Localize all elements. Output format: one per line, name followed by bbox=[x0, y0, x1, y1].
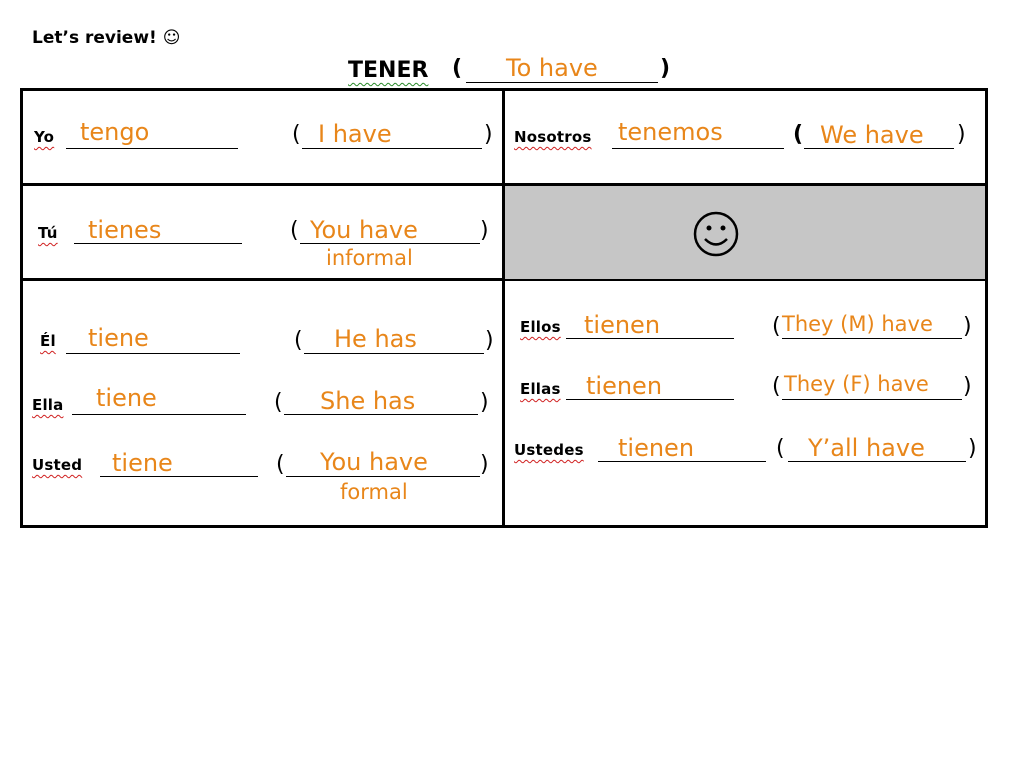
meaning: You have bbox=[320, 448, 428, 476]
pronoun-label: Ustedes bbox=[514, 441, 584, 459]
blank-line bbox=[284, 414, 478, 415]
register-note: informal bbox=[326, 246, 413, 270]
meaning: They (M) have bbox=[782, 312, 933, 336]
pronoun-label: Ellos bbox=[520, 318, 561, 336]
close-paren: ) bbox=[480, 218, 489, 243]
meaning: You have bbox=[310, 216, 418, 244]
meaning: Y’all have bbox=[808, 434, 925, 462]
open-paren: ( bbox=[452, 56, 463, 81]
verb-form: tiene bbox=[112, 449, 173, 477]
blank-line bbox=[566, 399, 734, 400]
pronoun-label: Ella bbox=[32, 396, 64, 414]
verb-translation: To have bbox=[506, 54, 598, 82]
pronoun-label: Ellas bbox=[520, 380, 561, 398]
blank-line bbox=[304, 353, 484, 354]
verb-title: TENER bbox=[348, 58, 429, 83]
blank-line bbox=[566, 338, 734, 339]
verb-form: tienen bbox=[586, 372, 663, 400]
verb-form: tienes bbox=[88, 216, 162, 244]
blank-line bbox=[782, 399, 962, 400]
register-note: formal bbox=[340, 480, 408, 504]
close-paren: ) bbox=[968, 436, 977, 461]
smiley-face-icon bbox=[693, 211, 739, 257]
open-paren: ( bbox=[772, 374, 781, 399]
blank-line bbox=[74, 243, 242, 244]
verb-form: tienen bbox=[584, 311, 661, 339]
verb-form: tienen bbox=[618, 434, 695, 462]
open-paren: ( bbox=[294, 328, 303, 353]
open-paren: ( bbox=[772, 314, 781, 339]
meaning: I have bbox=[318, 120, 392, 148]
open-paren: ( bbox=[292, 122, 301, 147]
pronoun-label: Yo bbox=[34, 128, 55, 146]
meaning: He has bbox=[334, 325, 417, 353]
close-paren: ) bbox=[963, 374, 972, 399]
blank-line bbox=[598, 461, 766, 462]
blank-line bbox=[466, 82, 658, 83]
grid-divider-1 bbox=[20, 183, 988, 186]
close-paren: ) bbox=[484, 122, 493, 147]
open-paren: ( bbox=[776, 436, 785, 461]
close-paren: ) bbox=[480, 452, 489, 477]
blank-line bbox=[300, 243, 480, 244]
open-paren: ( bbox=[290, 218, 299, 243]
close-paren: ) bbox=[957, 122, 966, 147]
meaning: They (F) have bbox=[784, 372, 929, 396]
pronoun-label: Nosotros bbox=[514, 128, 592, 146]
blank-line bbox=[612, 148, 784, 149]
blank-line bbox=[286, 476, 480, 477]
blank-line bbox=[788, 461, 966, 462]
blank-line bbox=[782, 338, 962, 339]
blank-line bbox=[66, 148, 238, 149]
blank-line bbox=[66, 353, 240, 354]
meaning: She has bbox=[320, 387, 416, 415]
close-paren: ) bbox=[963, 314, 972, 339]
blank-line bbox=[804, 148, 954, 149]
verb-form: tiene bbox=[96, 384, 157, 412]
verb-form: tenemos bbox=[618, 118, 723, 146]
open-paren: ( bbox=[274, 390, 283, 415]
pronoun-label: Tú bbox=[38, 224, 58, 242]
open-paren: ( bbox=[793, 122, 804, 147]
close-paren: ) bbox=[480, 390, 489, 415]
pronoun-label: Usted bbox=[32, 456, 83, 474]
grey-cell bbox=[505, 186, 985, 279]
pronoun-label: Él bbox=[40, 332, 56, 350]
blank-line bbox=[302, 148, 482, 149]
grid-divider-vertical bbox=[502, 88, 505, 528]
blank-line bbox=[72, 414, 246, 415]
blank-line bbox=[100, 476, 258, 477]
close-paren: ) bbox=[485, 328, 494, 353]
review-heading: Let’s review! ☺ bbox=[32, 28, 181, 48]
close-paren: ) bbox=[660, 56, 671, 81]
open-paren: ( bbox=[276, 452, 285, 477]
meaning: We have bbox=[820, 121, 924, 149]
verb-form: tengo bbox=[80, 118, 150, 146]
grid-divider-2 bbox=[20, 278, 988, 281]
verb-form: tiene bbox=[88, 324, 149, 352]
